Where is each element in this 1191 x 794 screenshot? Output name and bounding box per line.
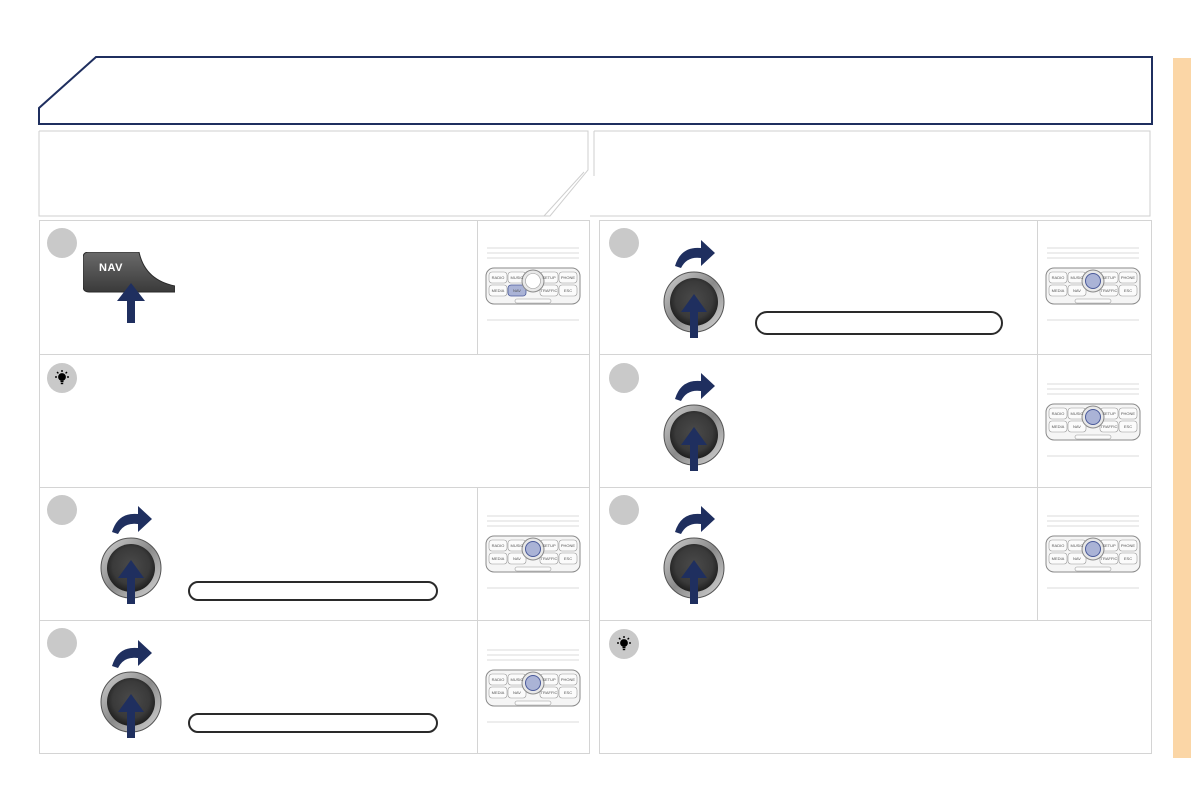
- tip-panel-right: [599, 620, 1152, 754]
- tip-panel-left: [39, 354, 590, 488]
- console-key-radio: RADIO: [1051, 275, 1065, 280]
- curved-arrow-icon: [675, 240, 715, 268]
- console-key-music: MUSIC: [1070, 543, 1084, 548]
- console-frame: [1037, 221, 1152, 354]
- menu-selection-bar: [188, 713, 438, 733]
- console-key-esc: ESC: [1123, 424, 1133, 429]
- console-key-esc: ESC: [1123, 556, 1133, 561]
- console-key-traffic: TRAFFIC: [1100, 288, 1118, 293]
- console-key-nav: NAV: [1073, 424, 1081, 429]
- console-key-media: MEDIA: [1051, 424, 1065, 429]
- console-key-phone: PHONE: [1120, 411, 1136, 416]
- up-arrow-icon: [681, 560, 707, 604]
- console-diagram-nav-highlight: RADIO MUSIC SETUP PHONE MEDIA NAV TRAFFI…: [483, 244, 583, 324]
- console-key-setup: SETUP: [542, 543, 556, 548]
- console-key-radio: RADIO: [1051, 411, 1065, 416]
- console-key-traffic: TRAFFIC: [1100, 424, 1118, 429]
- console-diagram-knob-highlight: RADIO MUSIC SETUP PHONE MEDIA NAV TRAFFI…: [483, 512, 583, 592]
- nav-key-label: NAV: [99, 262, 123, 274]
- console-key-phone: PHONE: [1120, 275, 1136, 280]
- console-key-radio: RADIO: [491, 543, 505, 548]
- step-bullet: [47, 495, 77, 525]
- curved-arrow-icon: [112, 640, 152, 668]
- console-key-music: MUSIC: [510, 275, 524, 280]
- tip-bullet: [609, 629, 639, 659]
- console-frame: [1037, 488, 1152, 620]
- knob-illustration: [100, 636, 162, 738]
- console-diagram-knob-highlight: RADIO MUSIC SETUP PHONE MEDIA NAV TRAFFI…: [1043, 512, 1143, 592]
- nav-key-illustration: NAV: [82, 251, 176, 294]
- console-diagram-knob-highlight: RADIO MUSIC SETUP PHONE MEDIA NAV TRAFFI…: [1043, 244, 1143, 324]
- lightbulb-icon: [617, 636, 631, 651]
- knob-illustration: [100, 502, 162, 604]
- menu-selection-bar: [188, 581, 438, 601]
- console-key-traffic: TRAFFIC: [540, 288, 558, 293]
- up-arrow-icon: [681, 294, 707, 338]
- console-key-phone: PHONE: [1120, 543, 1136, 548]
- curved-arrow-icon: [675, 373, 715, 401]
- console-key-phone: PHONE: [560, 677, 576, 682]
- menu-selection-bar: [755, 311, 1003, 335]
- console-key-media: MEDIA: [1051, 288, 1065, 293]
- console-frame: [477, 488, 590, 620]
- console-key-phone: PHONE: [560, 543, 576, 548]
- console-key-nav: NAV: [513, 288, 521, 293]
- step-bullet: [47, 628, 77, 658]
- step-bullet: [609, 363, 639, 393]
- up-arrow-icon: [681, 427, 707, 471]
- console-key-media: MEDIA: [491, 556, 505, 561]
- console-key-nav: NAV: [513, 556, 521, 561]
- step-bullet: [609, 228, 639, 258]
- console-diagram-knob-highlight: RADIO MUSIC SETUP PHONE MEDIA NAV TRAFFI…: [1043, 380, 1143, 460]
- console-key-media: MEDIA: [491, 288, 505, 293]
- console-key-media: MEDIA: [1051, 556, 1065, 561]
- console-key-esc: ESC: [563, 288, 573, 293]
- console-key-music: MUSIC: [1070, 411, 1084, 416]
- console-key-radio: RADIO: [491, 677, 505, 682]
- console-key-music: MUSIC: [510, 677, 524, 682]
- lightbulb-icon: [55, 370, 69, 385]
- console-key-phone: PHONE: [560, 275, 576, 280]
- console-key-nav: NAV: [1073, 556, 1081, 561]
- curved-arrow-icon: [112, 506, 152, 534]
- console-key-esc: ESC: [1123, 288, 1133, 293]
- up-arrow-icon: [118, 560, 144, 604]
- knob-illustration: [663, 369, 725, 471]
- console-key-traffic: TRAFFIC: [540, 690, 558, 695]
- console-key-music: MUSIC: [510, 543, 524, 548]
- console-key-radio: RADIO: [491, 275, 505, 280]
- console-key-setup: SETUP: [542, 677, 556, 682]
- console-diagram-knob-highlight: RADIO MUSIC SETUP PHONE MEDIA NAV TRAFFI…: [483, 646, 583, 726]
- console-key-music: MUSIC: [1070, 275, 1084, 280]
- console-key-esc: ESC: [563, 556, 573, 561]
- header-banner: [38, 56, 1153, 125]
- knob-illustration: [663, 236, 725, 338]
- intro-box-left: [38, 130, 589, 217]
- console-frame: [1037, 355, 1152, 488]
- console-key-media: MEDIA: [491, 690, 505, 695]
- console-key-setup: SETUP: [1102, 411, 1116, 416]
- knob-illustration: [663, 502, 725, 604]
- console-key-radio: RADIO: [1051, 543, 1065, 548]
- tip-bullet: [47, 363, 77, 393]
- console-key-setup: SETUP: [1102, 275, 1116, 280]
- side-strip: [1173, 58, 1191, 758]
- curved-arrow-icon: [675, 506, 715, 534]
- console-key-nav: NAV: [1073, 288, 1081, 293]
- console-key-setup: SETUP: [542, 275, 556, 280]
- up-arrow-icon: [118, 694, 144, 738]
- step-bullet: [609, 495, 639, 525]
- step-bullet: [47, 228, 77, 258]
- console-key-setup: SETUP: [1102, 543, 1116, 548]
- console-key-esc: ESC: [563, 690, 573, 695]
- console-key-nav: NAV: [513, 690, 521, 695]
- up-arrow-icon: [117, 283, 145, 323]
- console-frame: [477, 621, 590, 753]
- console-key-traffic: TRAFFIC: [540, 556, 558, 561]
- console-frame: [477, 221, 590, 354]
- intro-box-right: [590, 130, 1151, 217]
- console-key-traffic: TRAFFIC: [1100, 556, 1118, 561]
